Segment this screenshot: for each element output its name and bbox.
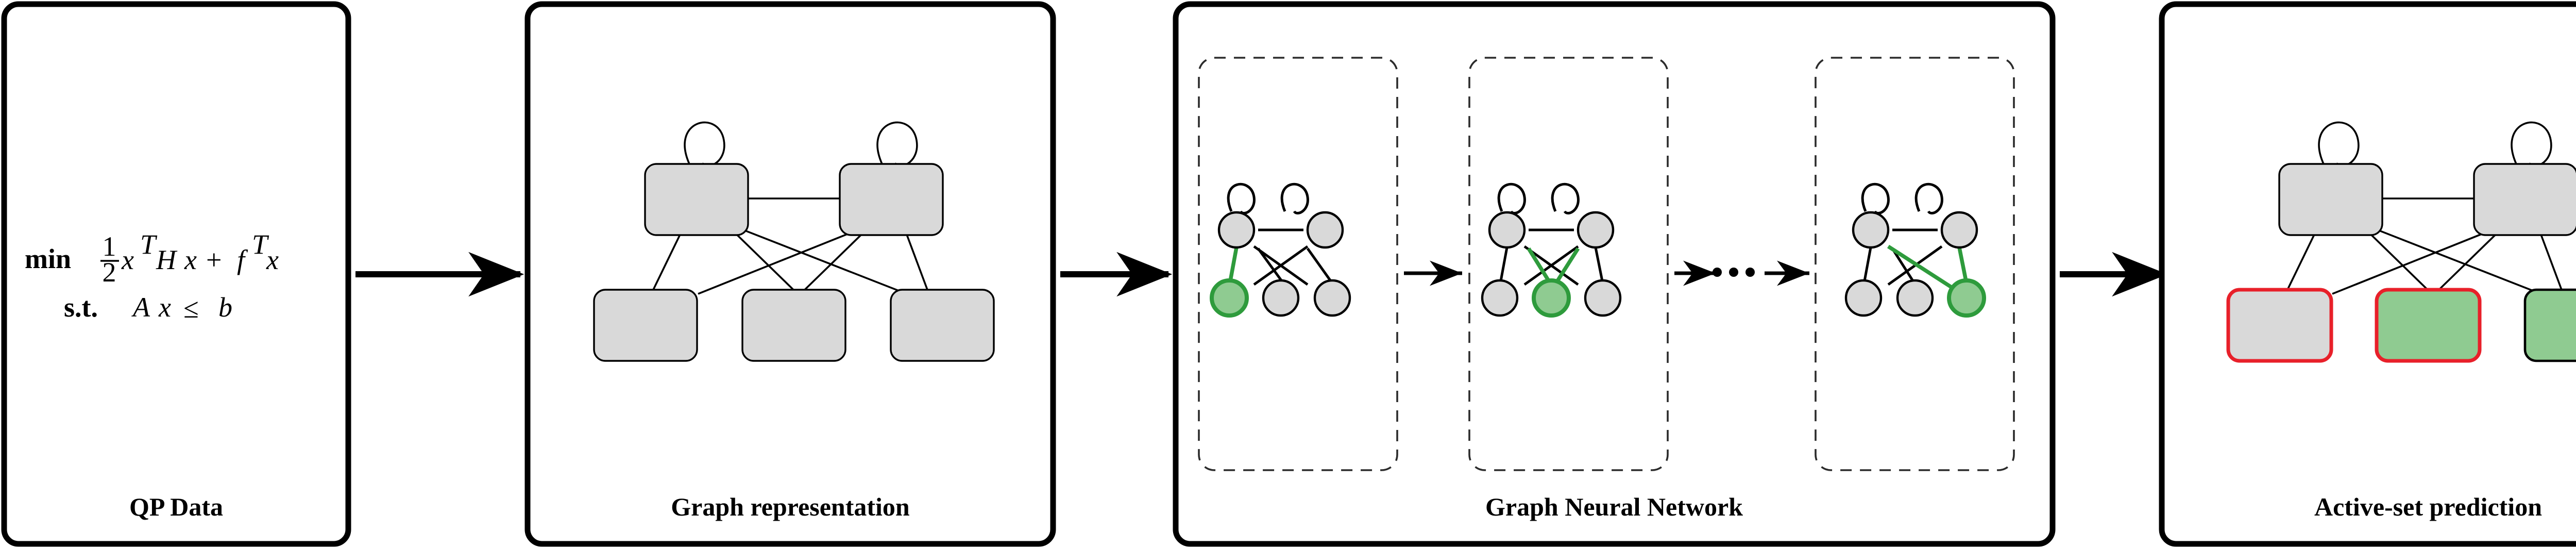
- gnn2-green-edge-2: [1554, 247, 1580, 284]
- svg-text:x: x: [121, 244, 134, 275]
- gnn2-node-bottom-3: [1584, 279, 1622, 317]
- gnn2-green-edge-1: [1527, 247, 1552, 284]
- gnn1-green-edge-1: [1228, 247, 1239, 281]
- panel-graph-representation: Graph representation: [524, 1, 1056, 547]
- fraction-denominator: 2: [103, 257, 116, 288]
- svg-text:T: T: [140, 229, 158, 260]
- gnn3-green-edge-1: [1887, 244, 1959, 293]
- active-set-edges: [2286, 197, 2563, 295]
- svg-text:+: +: [206, 244, 222, 275]
- active-node-bottom-2-active-predicted: [2375, 288, 2482, 363]
- svg-text:x: x: [158, 292, 171, 323]
- gnn-layer-block-2: [1468, 57, 1669, 471]
- svg-text:s.t.: s.t.: [64, 292, 98, 323]
- gnn3-node-top-1: [1852, 211, 1890, 249]
- graph-edges: [652, 197, 928, 295]
- graph-node-top-1: [644, 163, 749, 236]
- gnn1-node-top-1: [1217, 211, 1256, 249]
- qp-constraint-expression: s.t. A x ≤ b: [64, 292, 232, 324]
- gnn3-node-top-2: [1940, 211, 1978, 249]
- panel-qp-data: min 1 2 x T H x + f T x s.t. A x ≤ b QP …: [1, 1, 351, 547]
- graph-node-top-2: [839, 163, 944, 236]
- graph-node-bottom-3: [890, 289, 995, 362]
- gnn-minigraph-3: [1844, 182, 1986, 318]
- graph-node-bottom-1: [593, 289, 698, 362]
- panel-active-set-prediction: Active-set prediction: [2159, 1, 2576, 547]
- panel-active-set-border: [2159, 1, 2576, 547]
- panel-caption-qp-data: QP Data: [129, 492, 223, 521]
- gnn1-node-bottom-2: [1262, 279, 1300, 317]
- gnn2-node-top-1: [1488, 211, 1526, 249]
- svg-text:x: x: [184, 244, 197, 275]
- gnn-layer-block-3: [1815, 57, 2015, 471]
- panel-caption-gnn: Graph Neural Network: [1485, 492, 1743, 521]
- svg-text:min: min: [25, 243, 71, 274]
- gnn-minigraph-1: [1210, 182, 1351, 318]
- gnn3-node-bottom-2: [1896, 279, 1934, 317]
- gnn-minigraph-2: [1481, 182, 1622, 318]
- svg-text:T: T: [252, 229, 269, 260]
- gnn2-node-top-2: [1577, 211, 1615, 249]
- panel-gnn-border: [1173, 1, 2056, 547]
- gnn2-node-bottom-2-highlighted: [1532, 278, 1571, 318]
- gnn3-node-bottom-1: [1844, 279, 1883, 317]
- gnn1-node-top-2: [1306, 211, 1344, 249]
- fraction-numerator: 1: [103, 231, 116, 262]
- active-node-top-1: [2278, 163, 2383, 236]
- gnn3-green-edge-2: [1957, 247, 1968, 281]
- svg-text:H: H: [156, 244, 178, 275]
- active-node-bottom-3-active: [2523, 288, 2576, 362]
- graph-node-bottom-2: [741, 289, 846, 362]
- gnn-ellipsis: [1713, 268, 1755, 277]
- panel-graph-neural-network: Graph Neural Network: [1173, 1, 2056, 547]
- panel-caption-active-set: Active-set prediction: [2314, 492, 2542, 521]
- active-node-top-2: [2473, 163, 2576, 236]
- gnn1-node-bottom-3: [1313, 279, 1351, 317]
- panel-graph-representation-border: [524, 1, 1056, 547]
- svg-text:≤: ≤: [183, 293, 199, 324]
- panel-qp-data-border: [1, 1, 351, 547]
- panel-caption-graph-representation: Graph representation: [671, 492, 910, 521]
- svg-text:b: b: [218, 292, 232, 323]
- svg-text:x: x: [266, 244, 279, 275]
- active-node-bottom-1-inactive-predicted: [2226, 288, 2333, 363]
- svg-text:A: A: [131, 292, 150, 323]
- gnn1-node-bottom-1-highlighted: [1210, 278, 1249, 318]
- gnn2-node-bottom-1: [1481, 279, 1519, 317]
- gnn3-node-bottom-3-highlighted: [1947, 278, 1986, 318]
- gnn-layer-block-1: [1198, 57, 1398, 471]
